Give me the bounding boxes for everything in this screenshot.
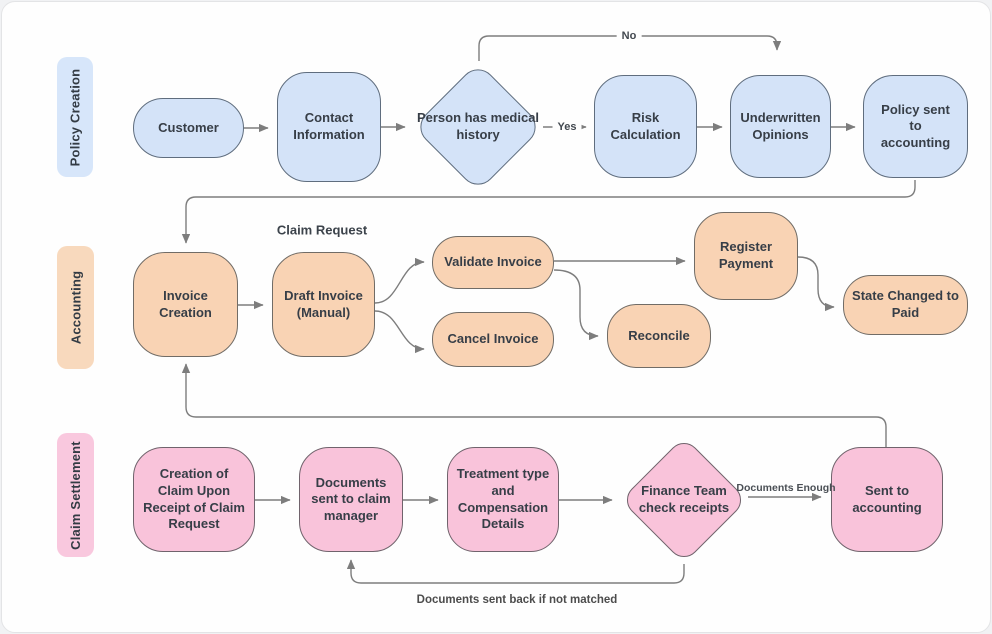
node-customer[interactable]: Customer	[133, 98, 244, 158]
node-sent-to-accounting[interactable]: Sent to accounting	[831, 447, 943, 552]
node-contact-information[interactable]: Contact Information	[277, 72, 381, 182]
node-finance-team-check-receipts-label: Finance Team check receipts	[638, 483, 730, 515]
edge-label-documents-sent-back: Documents sent back if not matched	[416, 594, 618, 606]
node-reconcile[interactable]: Reconcile	[607, 304, 711, 368]
node-validate-invoice[interactable]: Validate Invoice	[432, 236, 554, 289]
node-register-payment[interactable]: Register Payment	[694, 212, 798, 300]
lane-policy-creation-label: Policy Creation	[67, 68, 83, 166]
node-policy-sent-to-accounting[interactable]: Policy sent to accounting	[863, 75, 968, 178]
node-risk-calculation[interactable]: Risk Calculation	[594, 75, 697, 178]
edge-label-no: No	[616, 30, 642, 42]
node-invoice-creation[interactable]: Invoice Creation	[133, 252, 238, 357]
node-documents-sent-to-claim-manager[interactable]: Documents sent to claim manager	[299, 447, 403, 552]
node-cancel-invoice[interactable]: Cancel Invoice	[432, 312, 554, 367]
lane-claim-settlement[interactable]: Claim Settlement	[57, 433, 94, 557]
edge-label-claim-request: Claim Request	[276, 222, 368, 238]
node-treatment-type-compensation[interactable]: Treatment type and Compensation Details	[447, 447, 559, 552]
lane-policy-creation[interactable]: Policy Creation	[57, 57, 93, 177]
lane-accounting-label: Accounting	[68, 270, 83, 345]
edge-label-yes: Yes	[552, 121, 582, 133]
node-draft-invoice-manual[interactable]: Draft Invoice (Manual)	[272, 252, 375, 357]
node-person-has-medical-history-label: Person has medical history	[416, 110, 540, 142]
lane-claim-settlement-label: Claim Settlement	[68, 440, 83, 550]
node-state-changed-to-paid[interactable]: State Changed to Paid	[843, 275, 968, 335]
edge-label-documents-enough: Documents Enough	[736, 482, 836, 494]
node-creation-of-claim[interactable]: Creation of Claim Upon Receipt of Claim …	[133, 447, 255, 552]
node-underwritten-opinions[interactable]: Underwritten Opinions	[730, 75, 831, 178]
lane-accounting[interactable]: Accounting	[57, 246, 94, 369]
